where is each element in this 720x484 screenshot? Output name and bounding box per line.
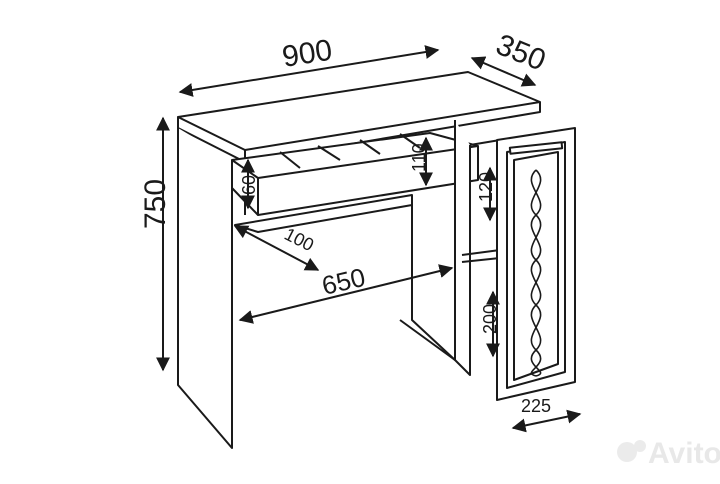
width-dim-line <box>178 45 440 97</box>
drawer-box <box>231 132 479 216</box>
depth-dim-line <box>470 56 537 87</box>
inner-width-label: 650 <box>319 262 368 301</box>
door-width-dim-line <box>511 409 582 433</box>
watermark: Avito <box>617 437 720 470</box>
avito-logo-icon <box>617 442 637 462</box>
drawer-height-label: 110 <box>409 143 429 172</box>
cabinet-shelf-label: 200 <box>480 304 500 334</box>
door-width-label: 225 <box>521 396 551 416</box>
inner-width-dim-line <box>238 264 454 324</box>
height-label: 750 <box>139 179 172 229</box>
pullout-dim-line <box>233 225 320 271</box>
shelf-gap-label: 120 <box>476 172 496 202</box>
watermark-text: Avito <box>648 437 720 470</box>
right-cabinet <box>454 120 471 376</box>
cabinet-door <box>496 127 576 401</box>
drawer-front-label: 60 <box>239 175 259 195</box>
width-label: 900 <box>280 34 335 74</box>
left-side-panel <box>177 128 233 449</box>
pullout-label: 100 <box>281 224 317 255</box>
